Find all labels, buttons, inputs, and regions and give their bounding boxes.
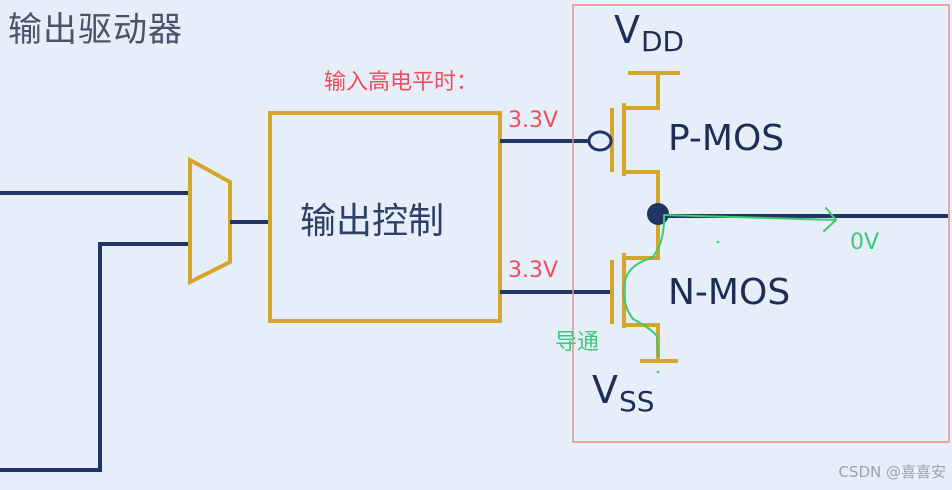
pmos-gate-bubble	[587, 130, 613, 152]
vss-main: V	[592, 368, 618, 412]
conduction-label: 导通	[555, 330, 600, 355]
output-control-box	[268, 111, 502, 323]
nmos-drain-lead	[624, 214, 660, 260]
current-path-top	[663, 214, 837, 221]
mos-highlight-box	[572, 4, 950, 443]
watermark: CSDN @喜喜安	[838, 463, 946, 481]
pmos-drain-lead	[624, 73, 660, 110]
diagram-title: 输出驱动器	[8, 10, 183, 50]
vss-label: VSS	[592, 368, 655, 418]
stray-dot-2	[656, 370, 660, 374]
input-wire-bottom	[0, 242, 190, 472]
pmos-label: P-MOS	[668, 118, 785, 159]
vdd-subscript: DD	[641, 25, 685, 58]
output-node	[647, 203, 669, 225]
nmos-label: N-MOS	[668, 272, 791, 313]
high-input-annotation: 输入高电平时：	[324, 70, 479, 95]
multiplexer-shape	[188, 156, 232, 286]
pmos-source-lead	[624, 170, 660, 214]
nmos-gate-voltage: 3.3V	[508, 258, 559, 283]
vss-subscript: SS	[619, 385, 655, 418]
nmos-source-lead	[624, 323, 660, 361]
vdd-label: VDD	[614, 8, 684, 58]
pmos-gate-voltage: 3.3V	[508, 108, 559, 133]
vdd-main: V	[614, 8, 640, 52]
output-voltage-label: 0V	[850, 230, 880, 255]
stray-dot-1	[716, 240, 720, 244]
control-block-label: 输出控制	[300, 201, 445, 242]
